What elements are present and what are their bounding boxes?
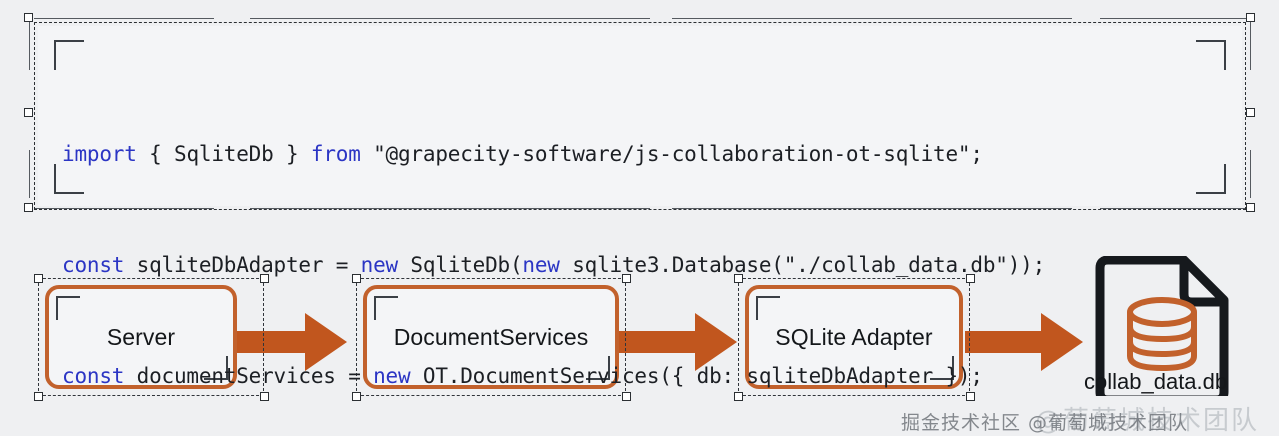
code-text-token: documentServices = [124, 364, 374, 388]
code-text-token: sqliteDbAdapter = [124, 253, 361, 277]
outer-selection-frame-left [29, 22, 30, 70]
outer-selection-frame [34, 18, 214, 19]
code-snippet-section: import { SqliteDb } from "@grapecity-sof… [24, 13, 1255, 388]
flow-arrow-3 [965, 313, 1083, 371]
resize-handle-bottom-left[interactable] [24, 203, 33, 212]
outer-selection-frame-bottom [250, 208, 650, 209]
node-handle-sqlite-br[interactable] [966, 392, 975, 401]
code-block-dashed-selection[interactable] [34, 22, 1246, 210]
node-server-label: Server [106, 323, 176, 350]
resize-handle-top-right[interactable] [1246, 13, 1255, 22]
code-line-3: const documentServices = new OT.Document… [62, 358, 1045, 395]
node-server[interactable]: Server [45, 285, 237, 389]
node-bracket-docservices-br-icon [586, 356, 610, 380]
code-text-token: { SqliteDb } [136, 142, 311, 166]
code-keyword: const [62, 253, 125, 277]
node-sqlite-adapter-label: SQLite Adapter [775, 323, 933, 350]
code-keyword: new [522, 253, 560, 277]
node-handle-sqlite-tr[interactable] [966, 274, 975, 283]
resize-handle-top-left[interactable] [24, 13, 33, 22]
resize-handle-right-middle[interactable] [1246, 108, 1255, 117]
selection-marquee-server[interactable] [38, 278, 264, 396]
node-handle-docservices-bl[interactable] [352, 392, 361, 401]
outer-selection-frame-bottom [672, 208, 1072, 209]
outer-selection-frame-seg [672, 18, 1072, 19]
outer-selection-frame-seg [1100, 18, 1250, 19]
node-bracket-server-br-icon [204, 356, 228, 380]
node-sqlite-adapter[interactable]: SQLite Adapter [745, 285, 963, 389]
code-keyword: import [62, 142, 137, 166]
node-handle-docservices-tl[interactable] [352, 274, 361, 283]
flow-arrow-2 [615, 313, 737, 371]
outer-selection-frame-bottom [34, 208, 214, 209]
node-handle-docservices-tr[interactable] [622, 274, 631, 283]
resize-handle-left-middle[interactable] [24, 108, 33, 117]
code-text-token: "@grapecity-software/js-collaboration-ot… [360, 142, 983, 166]
corner-bracket-bottom-right-icon [1196, 164, 1226, 194]
node-handle-sqlite-bl[interactable] [734, 392, 743, 401]
outer-selection-frame-left [29, 150, 30, 198]
outer-selection-frame-seg [250, 18, 650, 19]
code-text-token: SqliteDb( [397, 253, 523, 277]
corner-bracket-top-right-icon [1196, 40, 1226, 70]
resize-handle-bottom-right[interactable] [1246, 203, 1255, 212]
code-keyword: new [373, 364, 411, 388]
node-bracket-sqlite-tl-icon [756, 296, 780, 320]
code-keyword: from [310, 142, 361, 166]
selection-marquee-sqlite-adapter[interactable] [738, 278, 970, 396]
code-line-2: const sqliteDbAdapter = new SqliteDb(new… [62, 247, 1045, 284]
node-handle-server-br[interactable] [260, 392, 269, 401]
code-line-1: import { SqliteDb } from "@grapecity-sof… [62, 136, 1045, 173]
outer-selection-frame-bottom [1100, 208, 1250, 209]
corner-bracket-bottom-left-icon [54, 164, 84, 194]
node-bracket-server-tl-icon [56, 296, 80, 320]
code-keyword: new [360, 253, 399, 277]
flow-arrow-1 [225, 313, 347, 371]
architecture-flow-diagram: Server DocumentServices SQLite Adapter [0, 222, 1279, 436]
code-text-token: sqlite3.Database("./collab_data.db")); [559, 253, 1046, 277]
code-text-token: OT.DocumentServices({ db: sqliteDbAdapte… [410, 364, 983, 388]
corner-bracket-top-left-icon [54, 40, 84, 70]
code-panel [38, 26, 1242, 206]
node-handle-docservices-br[interactable] [622, 392, 631, 401]
watermark-text: 掘金技术社区 @葡萄城技术团队 [901, 412, 1189, 434]
node-handle-server-tr[interactable] [260, 274, 269, 283]
outer-selection-frame-right [1250, 22, 1251, 70]
selection-marquee-document-services[interactable] [356, 278, 626, 396]
node-bracket-sqlite-br-icon [930, 356, 954, 380]
database-file-label: collab_data.db [1084, 369, 1228, 394]
node-handle-sqlite-tl[interactable] [734, 274, 743, 283]
node-document-services-label: DocumentServices [393, 323, 589, 350]
code-text[interactable]: import { SqliteDb } from "@grapecity-sof… [62, 62, 1045, 436]
code-keyword: const [62, 364, 125, 388]
node-bracket-docservices-tl-icon [374, 296, 398, 320]
watermark-ghost: @葡萄城技术团队 [1035, 406, 1260, 436]
node-handle-server-tl[interactable] [34, 274, 43, 283]
outer-selection-frame-right [1250, 150, 1251, 198]
node-handle-server-bl[interactable] [34, 392, 43, 401]
node-document-services[interactable]: DocumentServices [363, 285, 619, 389]
database-file-icon[interactable] [1092, 256, 1232, 396]
